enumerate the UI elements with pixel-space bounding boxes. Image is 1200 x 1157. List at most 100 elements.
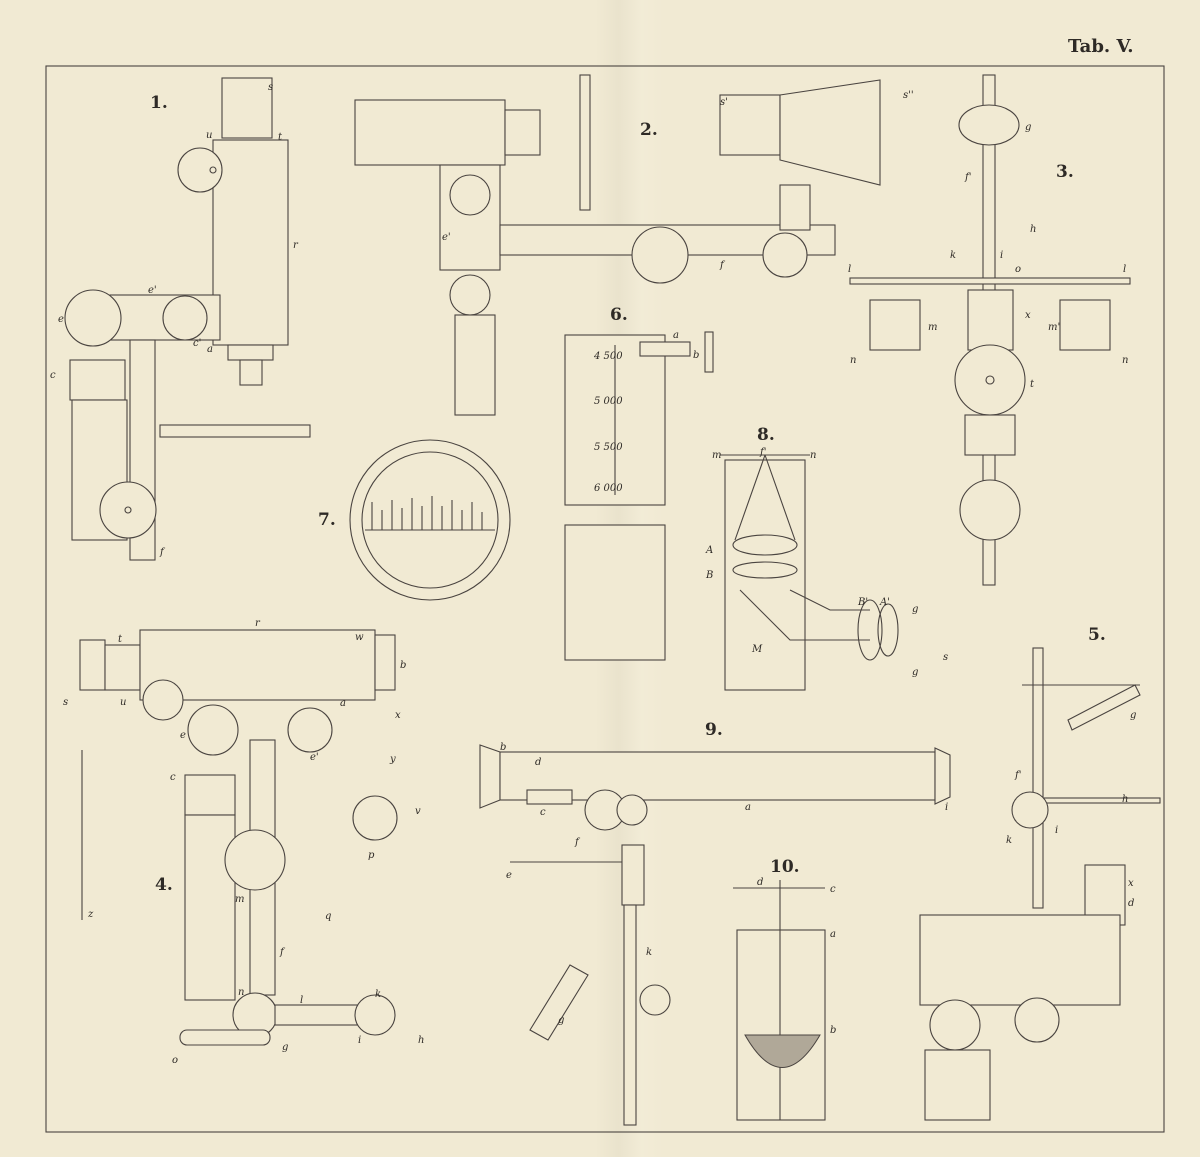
label: t: [278, 132, 283, 143]
label: b: [830, 1025, 836, 1036]
label: x: [395, 710, 401, 721]
label: s'': [903, 90, 914, 101]
label: b: [693, 350, 699, 361]
label: d: [535, 757, 541, 768]
label: e: [58, 314, 64, 325]
label: w: [355, 632, 364, 643]
label: r: [255, 618, 261, 629]
label: g: [912, 604, 918, 615]
label: k: [950, 250, 956, 261]
label: t: [1030, 379, 1035, 390]
label: c: [830, 884, 836, 895]
figure-number: 3.: [1056, 162, 1074, 182]
label: B': [857, 597, 868, 608]
label: n: [850, 355, 856, 366]
figure-number: 8.: [757, 425, 775, 445]
label: s: [63, 697, 68, 708]
label: h: [1122, 794, 1128, 805]
figure-number: 10.: [770, 857, 800, 877]
label: q: [325, 911, 331, 922]
label: e': [310, 752, 319, 763]
label: c: [540, 807, 546, 818]
label: u: [206, 130, 212, 141]
figure-5-microscope: 5. g f' h k i x d: [919, 625, 1161, 1121]
label: f: [719, 260, 726, 271]
plate-title: Tab. V.: [1068, 36, 1134, 57]
label: c: [50, 370, 56, 381]
figure-3-microscope: 3. g f' h k i o l l m m' x n n t: [848, 74, 1131, 586]
label: m: [712, 450, 721, 461]
label: A': [879, 597, 890, 608]
label: x: [1025, 310, 1031, 321]
label: l: [1123, 264, 1126, 275]
label: e': [442, 232, 451, 243]
label: a: [207, 344, 213, 355]
label: e': [148, 285, 157, 296]
label: f: [279, 947, 286, 958]
label: s: [268, 82, 273, 93]
label: g: [282, 1042, 288, 1053]
label: A: [705, 545, 713, 556]
label: f': [1014, 770, 1021, 781]
scale-label: 5 500: [594, 442, 623, 453]
label: r: [293, 240, 299, 251]
label: o: [172, 1055, 178, 1066]
figure-9-telescope: 9. b d c a i f e k g: [479, 720, 951, 1126]
label: k: [375, 989, 381, 1000]
label: l: [300, 995, 303, 1006]
figure-1-microscope: 1. s u t r e e' c' a c f: [50, 77, 311, 561]
label: a: [745, 802, 751, 813]
label: t: [118, 634, 123, 645]
plate-border: [45, 65, 1165, 1133]
figure-10-vessel: 10. d c a b: [733, 857, 836, 1121]
figure-2-microscope: 2. s' s'' e' f: [354, 74, 914, 416]
label: d: [757, 877, 763, 888]
label: k: [1006, 835, 1012, 846]
label: n: [1122, 355, 1128, 366]
label: v: [415, 806, 421, 817]
label: a: [830, 929, 836, 940]
label: b: [400, 660, 406, 671]
label: s: [943, 652, 948, 663]
label: c': [193, 338, 201, 349]
label: f: [574, 837, 581, 848]
label: n: [810, 450, 816, 461]
label: i: [945, 802, 948, 813]
label: f': [964, 172, 971, 183]
scale-label: 6 000: [594, 483, 623, 494]
figure-7-micrometer-dial: 7.: [318, 439, 511, 601]
label: m: [928, 322, 937, 333]
label: u: [120, 697, 126, 708]
figure-8-optics: 8. m f' n A B B' A' g g M s: [705, 425, 948, 691]
label: y: [389, 754, 396, 765]
label: i: [358, 1035, 361, 1046]
label: g: [912, 667, 918, 678]
figure-number: 7.: [318, 510, 336, 530]
label: g: [558, 1015, 564, 1026]
label: B: [705, 570, 713, 581]
label: f': [759, 447, 766, 458]
figure-4-microscope: 4. t r w b s u a x e e' y c z v p q m f …: [63, 618, 424, 1066]
label: o: [1015, 264, 1021, 275]
label: M: [751, 644, 763, 655]
label: k: [646, 947, 652, 958]
figure-6-graduated-tube: 6. 4 500 5 000 5 500 6 000 a b: [564, 305, 714, 661]
label: m: [235, 894, 244, 905]
label: d: [1128, 898, 1134, 909]
label: n: [238, 987, 244, 998]
label: b: [500, 742, 506, 753]
label: e: [180, 730, 186, 741]
label: x: [1128, 878, 1134, 889]
label: e: [506, 870, 512, 881]
label: l: [848, 264, 851, 275]
scale-label: 4 500: [593, 351, 623, 362]
scale-label: 5 000: [594, 396, 623, 407]
figure-number: 4.: [155, 875, 173, 895]
label: g: [1025, 122, 1031, 133]
label: h: [1030, 224, 1036, 235]
label: c: [170, 772, 176, 783]
figure-number: 5.: [1088, 625, 1106, 645]
label: a: [673, 330, 679, 341]
